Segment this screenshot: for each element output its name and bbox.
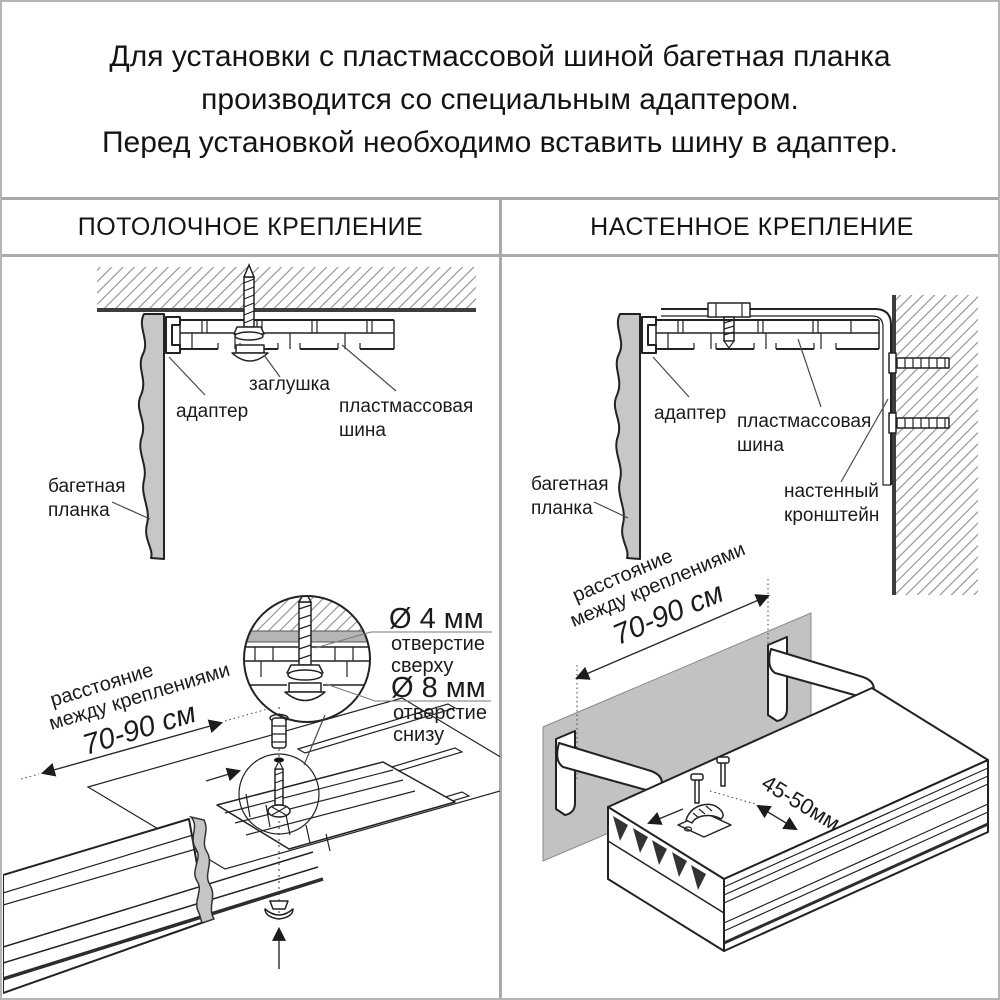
wall-cross-section: адаптер пластмассовая шина настенный кро… [531,295,978,595]
slide-arrow [647,808,684,825]
panel-divider [499,197,502,998]
title-line-3: Перед установкой необходимо вставить шин… [101,126,898,159]
wall-bracket-graphic [661,302,950,486]
spacing-dimension-label: расстояние между креплениями 70-90 см [46,659,232,762]
slide-arrow [205,767,242,782]
hole-top-desc-1: отверстие [391,633,485,655]
wall-perspective-drawing: расстояние между креплениями 70-90 см [542,538,989,952]
baguette-rail-perspective [3,761,456,994]
ceiling-perspective-drawing: Ø 4 мм отверстие сверху Ø 8 мм отверстие… [3,595,500,994]
plastic-rail-graphic [655,319,880,350]
magnifier-content [244,596,370,702]
clip-screw-graphic [722,316,736,350]
label-rail-1: пластмассовая [737,411,871,432]
cut-stripe [188,815,216,924]
baguette-strip-graphic [613,313,641,560]
hole-bottom-desc-2: снизу [393,724,444,746]
ceiling-hatch [97,267,476,308]
hole-bottom-size: Ø 8 мм [391,672,486,704]
hole-top-size: Ø 4 мм [389,603,484,635]
hole-bottom-desc-1: отверстие [393,702,487,724]
ceiling-mount-diagram: адаптер заглушка пластмассовая шина баге… [3,263,500,994]
plastic-rail-graphic [179,319,395,350]
magnifier-circle [243,595,371,723]
plug-graphic [231,344,269,362]
ceiling-panel-header: ПОТОЛОЧНОЕ КРЕПЛЕНИЕ [77,212,424,241]
label-adapter: адаптер [176,401,248,422]
adapter-graphic [641,316,657,354]
mounting-clip-graphic [677,803,732,838]
title-line-1: Для установки с пластмассовой шиной баге… [109,40,891,73]
adapter-graphic [165,316,181,354]
label-baguette-2: планка [48,500,110,521]
wall-panel-header: НАСТЕННОЕ КРЕПЛЕНИЕ [590,212,914,241]
spacing-dimension-arrow [40,719,224,777]
clip-dimension-arrow [756,804,798,831]
label-baguette-1: багетная [531,474,609,495]
wall-mount-diagram: адаптер пластмассовая шина настенный кро… [531,295,989,952]
detail-highlight-circle [238,753,320,835]
spacing-dimension-arrow [575,594,770,680]
label-plug: заглушка [249,374,330,395]
baguette-strip-graphic [137,313,165,560]
clip-screw-3d [690,773,704,804]
hole-top-desc-2: сверху [391,655,453,677]
wall-screw-graphic [896,357,950,369]
label-rail-1: пластмассовая [339,396,473,417]
wall-bracket-3d [767,636,875,722]
cap-graphic [264,900,294,920]
label-rail-2: шина [737,435,784,456]
label-bracket-1: настенный [784,481,879,502]
rail-3d [607,687,989,952]
plane-slot [296,703,457,754]
title-line-2: производится со специальным адаптером. [201,83,799,116]
ceiling-cross-section: адаптер заглушка пластмассовая шина баге… [48,263,476,560]
clip-screw-3d [716,756,730,787]
wall-screw-graphic [896,417,950,429]
dowel-graphic [269,713,289,749]
wall-hatch [894,295,978,595]
label-rail-2: шина [339,420,386,441]
screw-graphic [267,759,291,818]
label-baguette-1: багетная [48,476,126,497]
ceiling-screw-graphic [233,263,265,341]
magnifier-leader [303,714,326,766]
label-bracket-2: кронштейн [784,505,879,526]
label-baguette-2: планка [531,498,593,519]
label-adapter: адаптер [654,403,726,424]
page-title: Для установки с пластмассовой шиной баге… [2,35,998,164]
